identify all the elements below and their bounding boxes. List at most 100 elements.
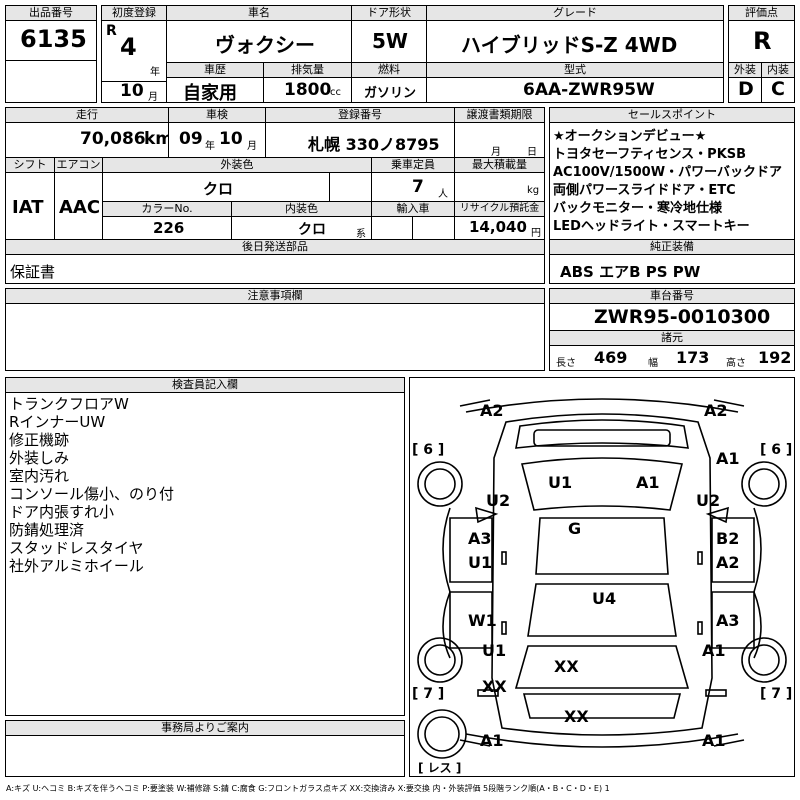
equipment: ABS エアB PS PW: [560, 263, 701, 281]
ac-label: エアコン: [54, 157, 103, 173]
inspector-notes: トランクフロアW RインナーUW 修正機跡 外装しみ 室内汚れ コンソール傷小、…: [5, 392, 405, 716]
chassis-label: 車台番号: [549, 288, 795, 304]
sales-point-item: AC100V/1500W・パワーバックドア: [553, 165, 782, 180]
lot-no: 6135: [20, 25, 87, 53]
mark-door-rr: A3: [716, 611, 740, 630]
interior-cell: C: [761, 77, 795, 103]
inspector-note: コンソール傷小、のり付: [9, 485, 175, 503]
notes-label: 注意事項欄: [5, 288, 545, 304]
sales-points-label: セールスポイント: [549, 107, 795, 123]
int-color-cell: クロ 系: [231, 216, 372, 240]
sales-point-item: トヨタセーフティセンス・PKSB: [553, 147, 747, 162]
fuel-cell: ガソリン: [351, 77, 427, 103]
mark-rear-right: A1: [702, 731, 726, 750]
model: 6AA-ZWR95W: [523, 80, 655, 100]
door-cell: 5W: [351, 20, 427, 63]
import-label: 輸入車: [371, 201, 455, 217]
model-label: 型式: [426, 62, 724, 78]
capacity-cell: 7 人: [371, 172, 455, 202]
first-reg-month-cell: 10 月: [101, 81, 167, 103]
mark-front-right: A2: [704, 401, 728, 420]
displacement-unit: cc: [330, 87, 341, 98]
shift-label: シフト: [5, 157, 55, 173]
shift-cell: IAT: [5, 172, 55, 240]
fuel-label: 燃料: [351, 62, 427, 78]
inspector-note: 室内汚れ: [9, 467, 70, 485]
first-reg-label: 初度登録: [101, 5, 167, 21]
insp-month-unit: 月: [247, 141, 257, 152]
capacity-label: 乗車定員: [371, 157, 455, 173]
era: R: [106, 23, 117, 39]
insp-month: 10: [219, 129, 243, 149]
sales-points-list: ★オークションデビュー★ トヨタセーフティセンス・PKSB AC100V/150…: [549, 122, 795, 240]
height-label: 高さ: [726, 358, 746, 369]
ac-cell: AAC: [54, 172, 103, 240]
mark-tire-rl: [ 7 ]: [412, 686, 444, 702]
shift: IAT: [12, 197, 44, 218]
inspector-note: 防錆処理済: [9, 521, 85, 539]
office-label: 事務局よりご案内: [5, 720, 405, 736]
score: R: [753, 27, 772, 55]
car-name: ヴォクシー: [215, 33, 315, 57]
mark-door-rl2: U1: [482, 641, 506, 660]
mark-rear-left: A1: [480, 731, 504, 750]
mark-door-rl: W1: [468, 611, 497, 630]
mark-hood-right: A1: [636, 473, 660, 492]
mark-door-fl2: U1: [468, 553, 492, 572]
door-label: ドア形状: [351, 5, 427, 21]
year-unit: 年: [150, 67, 160, 78]
car-diagram-svg: A2 A2 [ 6 ] [ 6 ] U1 A1 U2 A1 U2 G A3 U1…: [412, 398, 792, 775]
mark-cargo: XX: [554, 657, 579, 676]
equipment-cell: ABS エアB PS PW: [549, 254, 795, 284]
score-label: 評価点: [728, 5, 795, 21]
exterior-grade: D: [738, 78, 754, 100]
mark-fender-left: U2: [486, 491, 510, 510]
int-color-label: 内装色: [231, 201, 372, 217]
mileage-label: 走行: [5, 107, 169, 123]
width-label: 幅: [648, 358, 658, 369]
first-reg-month: 10: [120, 81, 144, 101]
recycle-label: リサイクル預託金: [454, 201, 545, 217]
mark-front-left: A2: [480, 401, 504, 420]
plate-label: 登録番号: [265, 107, 455, 123]
transfer-day-unit: 日: [527, 147, 537, 158]
sales-point-item: バックモニター・寒冷地仕様: [553, 201, 723, 216]
car-diagram: A2 A2 [ 6 ] [ 6 ] U1 A1 U2 A1 U2 G A3 U1…: [409, 377, 795, 777]
sales-point-item: 両側パワースライドドア・ETC: [553, 183, 736, 198]
inspector-note: 修正機跡: [9, 431, 70, 449]
max-load-unit: kg: [527, 185, 540, 196]
mark-tailgate: XX: [564, 707, 589, 726]
plate-cell: 札幌 330ノ8795: [265, 122, 455, 158]
inspection-label: 車検: [168, 107, 266, 123]
import-cell-b: [412, 216, 455, 240]
month-unit: 月: [148, 92, 158, 103]
transfer-cell: 月 日: [454, 122, 545, 158]
transfer-month-unit: 月: [491, 147, 501, 158]
sales-point-item: LEDヘッドライト・スマートキー: [553, 219, 750, 234]
width: 173: [676, 348, 710, 367]
mark-door-fr: B2: [716, 529, 739, 548]
mileage-unit: km: [144, 129, 174, 149]
car-name-label: 車名: [166, 5, 352, 21]
dims-label: 諸元: [549, 330, 795, 346]
length: 469: [594, 348, 628, 367]
height: 192: [758, 348, 792, 367]
ext-color-blank: [329, 172, 372, 202]
mark-door-fl: A3: [468, 529, 492, 548]
recycle-unit: 円: [531, 228, 541, 239]
transfer-label: 譲渡書類期限: [454, 107, 545, 123]
mark-tire-fl: [ 6 ]: [412, 442, 444, 458]
chassis: ZWR95-0010300: [594, 306, 771, 328]
color-no-cell: 226: [102, 216, 232, 240]
displacement-label: 排気量: [263, 62, 352, 78]
ext-color-label: 外装色: [102, 157, 372, 173]
import-cell-a: [371, 216, 413, 240]
max-load-cell: kg: [454, 172, 545, 202]
lot-no-blank: [5, 60, 97, 103]
color-no: 226: [153, 219, 185, 237]
mark-quarter-left: XX: [482, 677, 507, 696]
first-reg-year: 4: [120, 33, 137, 61]
legend: A:キズ U:ヘコミ B:キズを伴うヘコミ P:要塗装 W:補修跡 S:錆 C:…: [6, 784, 610, 793]
inspector-note: トランクフロアW: [9, 395, 129, 413]
office-cell: [5, 735, 405, 777]
